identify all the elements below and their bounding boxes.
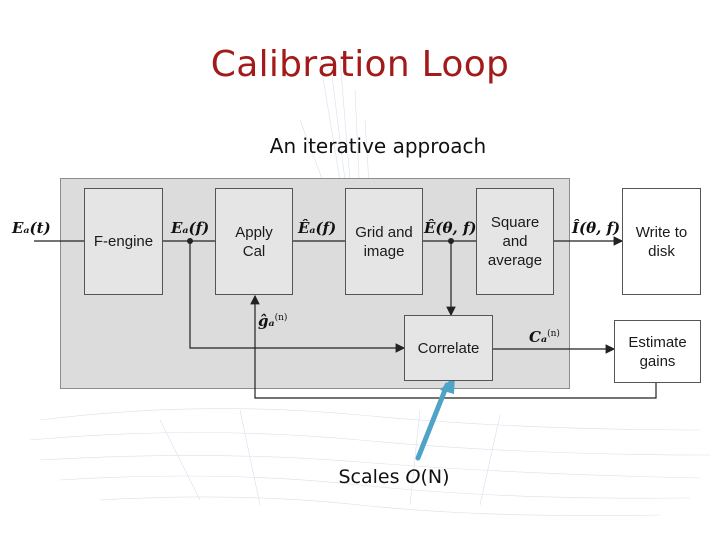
scaling-note: Scales O(N) — [0, 466, 720, 488]
signal-c-a: Cₐ(n) — [529, 328, 560, 346]
write-disk-block: Write to disk — [622, 188, 701, 295]
pointer-arrow — [415, 382, 450, 461]
apply-cal-block: Apply Cal — [215, 188, 293, 295]
signal-g-iteration: (n) — [274, 313, 288, 323]
grid-image-block: Grid and image — [345, 188, 423, 295]
correlate-block: Correlate — [404, 315, 493, 381]
signal-g-hat-symbol: ĝₐ — [258, 312, 275, 330]
estimate-gains-block: Estimate gains — [614, 320, 701, 383]
slide-subtitle: An iterative approach — [269, 134, 487, 158]
square-average-block: Square and average — [476, 188, 554, 295]
junction-dot — [448, 238, 454, 244]
signal-ea-t: Eₐ(t) — [12, 219, 51, 237]
scaling-note-suffix: (N) — [420, 466, 450, 488]
signal-ea-hat-f: Êₐ(f) — [298, 219, 337, 237]
fengine-block: F-engine — [84, 188, 163, 295]
signal-c-iteration: (n) — [547, 329, 560, 339]
signal-c-a-symbol: Cₐ — [529, 328, 548, 346]
signal-e-hat-theta: Ê(θ, f) — [424, 219, 477, 237]
wire-ea-to-correlate — [189, 241, 406, 353]
scaling-note-prefix: Scales — [338, 466, 406, 488]
signal-g-hat: ĝₐ(n) — [258, 312, 287, 330]
junction-dot — [187, 238, 193, 244]
big-o-symbol: O — [405, 466, 421, 488]
slide-title: Calibration Loop — [210, 44, 510, 85]
signal-ea-f: Eₐ(f) — [171, 219, 210, 237]
signal-i-hat-theta: Î(θ, f) — [572, 219, 621, 237]
wire-gain-feedback — [250, 294, 657, 399]
